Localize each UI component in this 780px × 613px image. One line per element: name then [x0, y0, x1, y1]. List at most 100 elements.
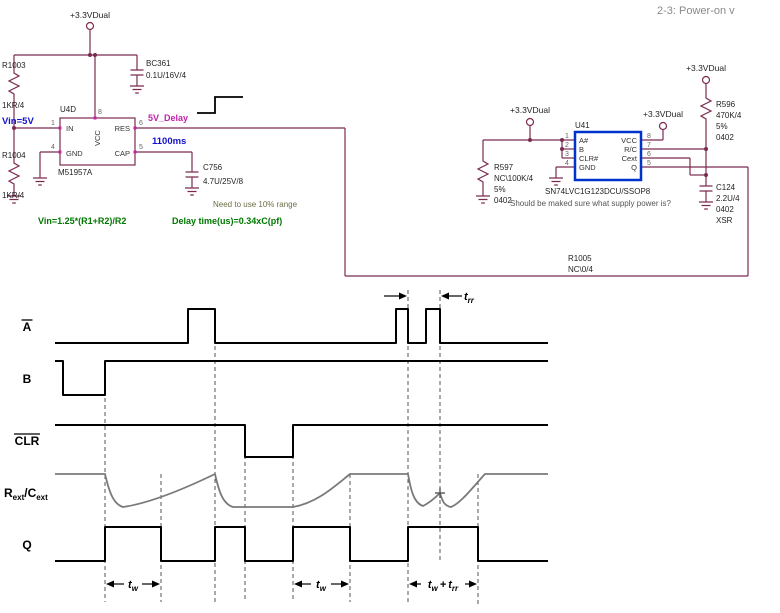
pin-marker: [93, 116, 97, 120]
refdes: R1004: [2, 151, 26, 160]
power-symbol: [701, 75, 711, 85]
pin-label-a: A#: [579, 136, 589, 145]
pin-number: 4: [565, 160, 569, 167]
ground-symbol: [184, 187, 200, 196]
note-tolerance: Need to use 10% range: [213, 200, 298, 209]
formula-vin: Vin=1.25*(R1+R2)/R2: [38, 216, 126, 226]
pin-label-vcc: VCC: [621, 136, 637, 145]
value: NC\0/4: [568, 265, 593, 274]
pin-label-q: Q: [631, 163, 637, 172]
power-net-label: +3.3VDual: [686, 63, 726, 73]
pin-number: 5: [139, 144, 143, 151]
pin-number: 4: [51, 144, 55, 151]
waveform-clr: [55, 424, 548, 458]
part-number: SN74LVC1G123DCU/SSOP8: [545, 187, 651, 196]
part-number: M51957A: [58, 168, 93, 177]
signal-label-q: Q: [22, 538, 31, 552]
power-net-label: +3.3VDual: [70, 10, 110, 20]
capacitor-bc361: BC361 0.1U/16V/4: [129, 59, 187, 82]
junction-dots: [12, 53, 708, 177]
value: 4.7U/25V/8: [203, 177, 244, 186]
package: 0402: [716, 133, 734, 142]
signal-label-rext-cext: Rext/Cext: [4, 486, 48, 502]
value: NC\100K/4: [494, 174, 534, 183]
refdes: R1003: [2, 61, 26, 70]
pin-marker: [58, 126, 62, 130]
signal-label-clr: CLR: [15, 434, 40, 448]
refdes: R596: [716, 100, 736, 109]
schematic-wires: [13, 29, 749, 277]
schematic: +3.3VDual +3.3VDual +3.3VDual +3.3VDual …: [2, 10, 749, 277]
arrowhead-left-icon: [441, 292, 449, 300]
net-label-5v-delay: 5V_Delay: [148, 113, 188, 123]
chip-u4d: U4D M51957A IN GND RES CAP VCC 1 4 8 6 5: [51, 105, 143, 177]
arrowhead-right-icon: [469, 580, 477, 588]
resistor-r597: R597 NC\100K/4 5% 0402: [477, 157, 534, 205]
resistor-r1003: R1003 1KR/4: [2, 61, 26, 110]
pin-number: 5: [647, 160, 651, 167]
refdes: C124: [716, 183, 736, 192]
pin-label-cext: Cext: [622, 154, 638, 163]
pin-number: 8: [647, 133, 651, 140]
waveform-rext-cext: [55, 472, 548, 508]
chip-u41: U41 A# B CLR# GND VCC R/C Cext Q 1 2 3 4…: [545, 121, 651, 196]
pin-number: 2: [565, 142, 569, 149]
refdes: C756: [203, 163, 223, 172]
tw-plus-trr-label: tw+trr: [428, 579, 459, 593]
arrowhead-left-icon: [409, 580, 417, 588]
pin-number: 1: [565, 133, 569, 140]
ground-symbol: [129, 85, 145, 94]
tw-label: tw: [128, 579, 139, 593]
formula-delay: Delay time(us)=0.34xC(pf): [172, 216, 282, 226]
refdes: R597: [494, 163, 514, 172]
pin-number: 6: [647, 151, 651, 158]
pin-number: 3: [565, 151, 569, 158]
ground-symbol: [475, 195, 491, 204]
timing-diagram: A B CLR Rext/Cext Q: [4, 290, 548, 606]
trr-label: trr: [464, 291, 475, 305]
resistor-r1004: R1004 1KR/4: [2, 151, 26, 200]
arrowhead-left-icon: [106, 580, 114, 588]
dielectric: XSR: [716, 216, 733, 225]
ground-symbol: [548, 177, 564, 186]
refdes: U41: [575, 121, 590, 130]
ground-symbol: [698, 201, 714, 210]
value: 2.2U/4: [716, 194, 740, 203]
note-supply: Should be maked sure what supply power i…: [510, 199, 672, 208]
annotation-tw-2: tw: [294, 579, 349, 593]
annotation-tw-plus-trr: tw+trr: [409, 579, 477, 593]
step-waveform-glyph: [197, 96, 243, 114]
value: 1KR/4: [2, 101, 25, 110]
refdes: U4D: [60, 105, 76, 114]
pin-marker: [133, 150, 137, 154]
pin-label-in: IN: [66, 124, 74, 133]
pin-label-gnd: GND: [579, 163, 596, 172]
power-net-label: +3.3VDual: [510, 105, 550, 115]
refdes: R1005: [568, 254, 592, 263]
capacitor-c124: C124 2.2U/4 0402 XSR: [698, 179, 740, 225]
value: 0.1U/16V/4: [146, 71, 187, 80]
pin-marker: [58, 150, 62, 154]
value: 1KR/4: [2, 191, 25, 200]
signal-label-a: A: [23, 320, 32, 334]
waveform-q: [55, 526, 548, 562]
pin-label-rc: R/C: [624, 145, 638, 154]
value: 470K/4: [716, 111, 742, 120]
arrowhead-right-icon: [341, 580, 349, 588]
capacitor-c756: C756 4.7U/25V/8: [184, 163, 244, 186]
power-symbol: [525, 117, 535, 127]
power-symbols: +3.3VDual +3.3VDual +3.3VDual +3.3VDual: [70, 10, 726, 131]
vin-label: Vin=5V: [2, 116, 34, 127]
pin-label-clr: CLR#: [579, 154, 599, 163]
power-net-label: +3.3VDual: [643, 109, 683, 119]
pin-label-gnd: GND: [66, 149, 83, 158]
waveform-a: [55, 308, 548, 344]
package: 0402: [494, 196, 512, 205]
pin-marker: [133, 126, 137, 130]
pin-label-cap: CAP: [115, 149, 130, 158]
resistor-r596: R596 470K/4 5% 0402: [700, 94, 742, 142]
arrowhead-left-icon: [294, 580, 302, 588]
refdes: BC361: [146, 59, 171, 68]
page-header: 2-3: Power-on v: [657, 5, 735, 17]
